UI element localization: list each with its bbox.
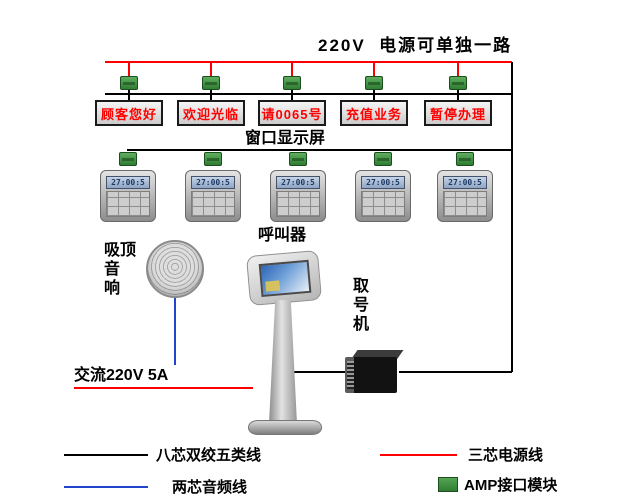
legend-power-label: 三芯电源线: [468, 447, 544, 464]
amp-interface-module: [345, 350, 404, 398]
speaker-label: 吸顶 音 响: [104, 242, 137, 297]
window-display: 欢迎光临: [177, 100, 245, 126]
window-display: 请0065号: [258, 100, 326, 126]
ticket-kiosk: [240, 249, 332, 438]
caller-screen: 27:00:5: [106, 176, 150, 189]
caller-keypad: [191, 191, 235, 217]
kiosk-base: [248, 420, 322, 435]
ac-power-label: 交流220V 5A: [74, 367, 169, 384]
legend-amp-label: AMP接口模块: [464, 477, 558, 494]
caller-device: 27:00:5: [437, 170, 493, 222]
caller-keypad: [361, 191, 405, 217]
caller-label: 呼叫器: [258, 227, 307, 244]
caller-device: 27:00:5: [355, 170, 411, 222]
amp-connector-icon: [365, 76, 383, 90]
amp-connector-icon: [119, 152, 137, 166]
caller-screen: 27:00:5: [191, 176, 235, 189]
caller-keypad: [106, 191, 150, 217]
display-text: 请0065号: [261, 106, 323, 122]
window-display: 顾客您好: [95, 100, 163, 126]
kiosk-body: [269, 300, 297, 424]
kiosk-screen: [258, 259, 312, 298]
caller-screen: 27:00:5: [361, 176, 405, 189]
display-text: 暂停办理: [429, 106, 486, 122]
amp-connector-icon: [202, 76, 220, 90]
caller-screen: 27:00:5: [276, 176, 320, 189]
legend-cat5-label: 八芯双绞五类线: [156, 447, 262, 464]
caller-screen: 27:00:5: [443, 176, 487, 189]
display-text: 顾客您好: [100, 106, 157, 122]
display-text: 充值业务: [345, 106, 402, 122]
window-display-label: 窗口显示屏: [245, 130, 326, 147]
legend-audio-label: 两芯音频线: [172, 479, 248, 496]
caller-device: 27:00:5: [100, 170, 156, 222]
caller-keypad: [443, 191, 487, 217]
ceiling-speaker-icon: [146, 240, 204, 298]
amp-connector-icon: [289, 152, 307, 166]
kiosk-head: [245, 249, 323, 307]
amp-connector-icon: [456, 152, 474, 166]
amp-connector-icon: [374, 152, 392, 166]
caller-device: 27:00:5: [185, 170, 241, 222]
window-display: 充值业务: [340, 100, 408, 126]
window-display: 暂停办理: [424, 100, 492, 126]
display-text: 欢迎光临: [182, 106, 239, 122]
kiosk-label: 取 号 机: [353, 278, 370, 333]
amp-connector-icon: [120, 76, 138, 90]
amp-module-pins: [347, 361, 354, 389]
amp-connector-icon: [204, 152, 222, 166]
power-bus-label: 220V 电源可单独一路: [318, 36, 513, 55]
caller-device: 27:00:5: [270, 170, 326, 222]
amp-connector-icon: [283, 76, 301, 90]
caller-keypad: [276, 191, 320, 217]
legend-amp-square-icon: [438, 477, 458, 492]
amp-connector-icon: [449, 76, 467, 90]
